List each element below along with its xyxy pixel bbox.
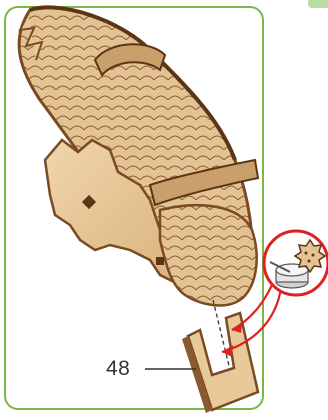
part-number-label: 48 xyxy=(106,357,130,381)
glue-pot-icon xyxy=(264,231,328,295)
dragon-body-lower xyxy=(160,205,257,305)
